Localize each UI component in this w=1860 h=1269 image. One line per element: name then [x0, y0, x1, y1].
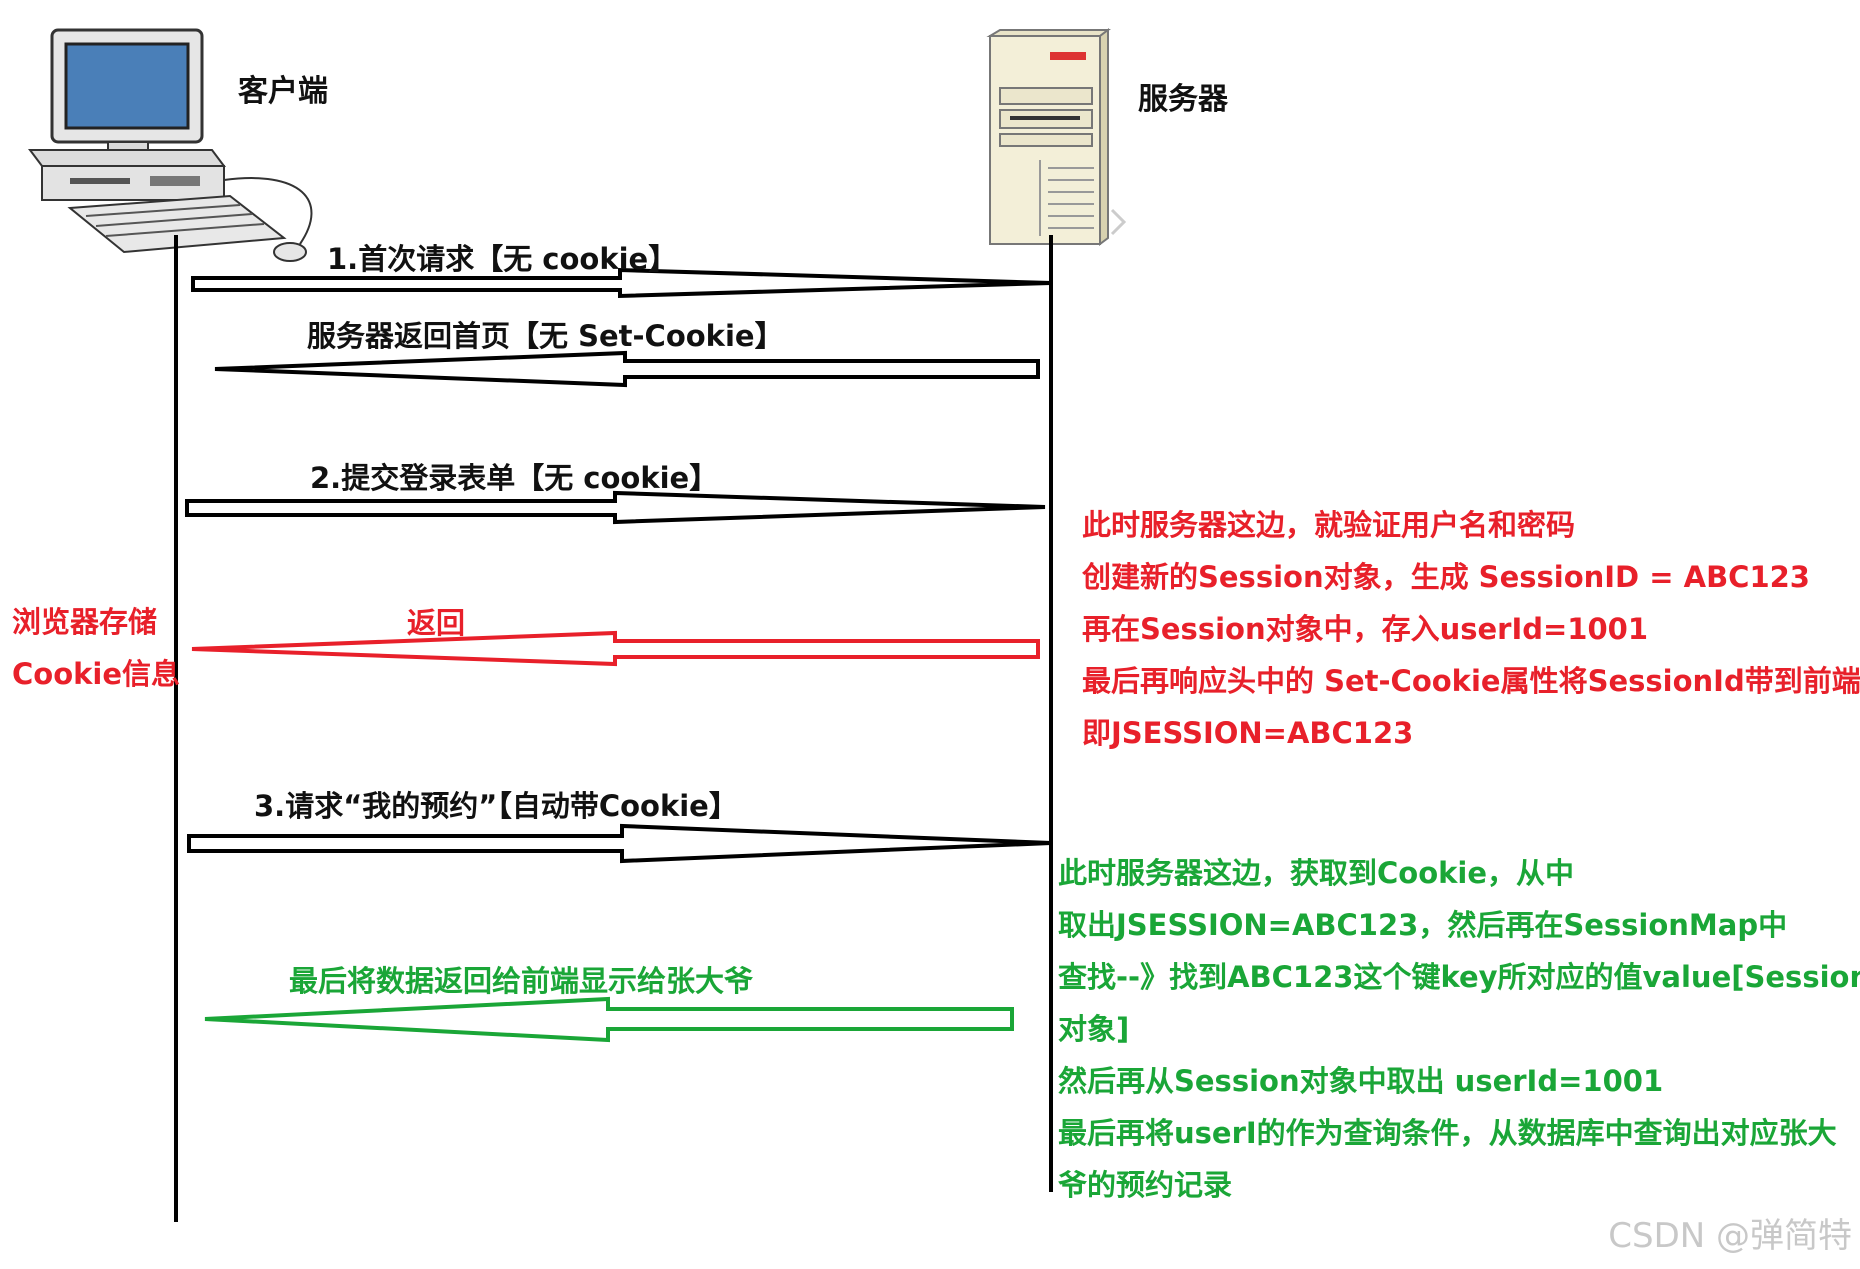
msg2-label: 服务器返回首页【无 Set-Cookie】: [307, 313, 784, 355]
server-label: 服务器: [1138, 74, 1228, 118]
msg5-label: 3.请求“我的预约”【自动带Cookie】: [254, 783, 738, 825]
client-note: 浏览器存储 Cookie信息: [12, 596, 180, 700]
server-note-green-line: 查找--》找到ABC123这个键key所对应的值value[Session: [1058, 951, 1860, 1003]
server-note-green-line: 此时服务器这边，获取到Cookie，从中: [1058, 847, 1860, 899]
server-note-green: 此时服务器这边，获取到Cookie，从中 取出JSESSION=ABC123，然…: [1058, 847, 1860, 1211]
server-note-green-line: 取出JSESSION=ABC123，然后再在SessionMap中: [1058, 899, 1860, 951]
client-note-line: Cookie信息: [12, 648, 180, 700]
watermark: CSDN @弹简特: [1608, 1208, 1852, 1257]
server-note-green-line: 最后再将userI的作为查询条件，从数据库中查询出对应张大: [1058, 1107, 1860, 1159]
msg3-label: 2.提交登录表单【无 cookie】: [310, 455, 718, 497]
server-note-red-line: 创建新的Session对象，生成 SessionID = ABC123: [1082, 551, 1860, 603]
desktop-computer-icon: [30, 30, 311, 261]
msg6-label: 最后将数据返回给前端显示给张大爷: [289, 958, 753, 1000]
server-note-green-line: 对象]: [1058, 1003, 1860, 1055]
msg5-arrow: [189, 826, 1051, 861]
msg2-arrow: [215, 353, 1038, 385]
server-note-red-line: 即JSESSION=ABC123: [1082, 707, 1860, 759]
server-note-red-line: 此时服务器这边，就验证用户名和密码: [1082, 499, 1860, 551]
server-tower-icon: [990, 30, 1124, 244]
server-note-red: 此时服务器这边，就验证用户名和密码 创建新的Session对象，生成 Sessi…: [1082, 499, 1860, 759]
server-note-red-line: 再在Session对象中，存入userId=1001: [1082, 603, 1860, 655]
client-label: 客户端: [238, 66, 328, 110]
server-note-green-line: 爷的预约记录: [1058, 1159, 1860, 1211]
server-note-red-line: 最后再响应头中的 Set-Cookie属性将SessionId带到前端: [1082, 655, 1860, 707]
msg6-arrow: [205, 999, 1012, 1040]
msg1-label: 1.首次请求【无 cookie】: [327, 236, 677, 278]
msg4-label: 返回: [407, 600, 465, 642]
server-note-green-line: 然后再从Session对象中取出 userId=1001: [1058, 1055, 1860, 1107]
msg4-arrow: [192, 633, 1038, 664]
client-note-line: 浏览器存储: [12, 596, 180, 648]
msg3-arrow: [187, 493, 1045, 522]
